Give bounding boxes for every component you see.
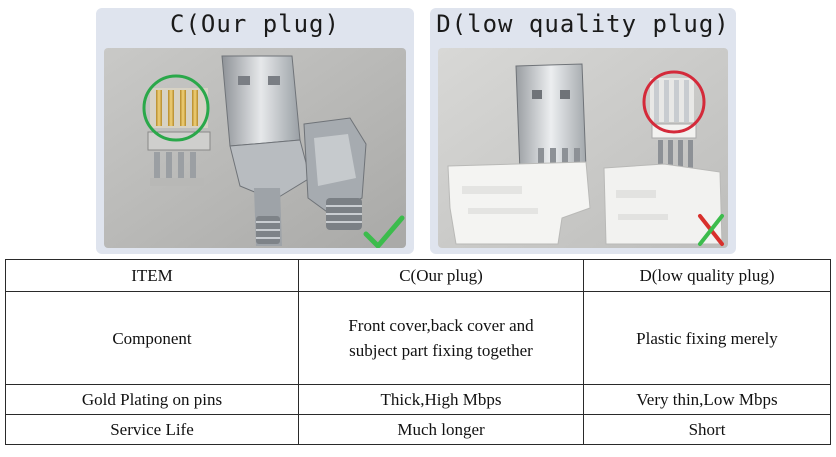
header-item: ITEM [5,259,299,292]
usb-back-cover [303,117,367,230]
panel-title-low-quality-plug: D(low quality plug) [436,10,730,38]
usb-metal-shell [221,55,311,246]
cell-our-plug: Much longer [298,414,584,445]
header-low-quality-plug: D(low quality plug) [583,259,831,292]
plastic-housing-right [603,163,723,245]
cell-our-plug-text: Front cover,back cover and subject part … [348,316,534,360]
cell-low-quality-plug: Short [583,414,831,445]
table-row: Component Front cover,back cover and sub… [5,291,831,385]
cell-item: Service Life [5,414,299,445]
cell-our-plug: Thick,High Mbps [298,384,584,415]
cell-item: Component [5,291,299,385]
comparison-table: ITEM C(Our plug) D(low quality plug) Com… [5,259,831,445]
table-row: Gold Plating on pins Thick,High Mbps Ver… [5,384,831,415]
table-header-row: ITEM C(Our plug) D(low quality plug) [5,259,831,292]
usb-metal-head [515,63,587,178]
photo-our-plug [104,48,406,248]
cell-our-plug: Front cover,back cover and subject part … [298,291,584,385]
check-icon [363,215,405,248]
cell-item: Gold Plating on pins [5,384,299,415]
gold-pins [147,88,211,186]
good-highlight-circle [142,74,210,142]
usb-plug-metal-photo [104,48,406,248]
panel-our-plug: C(Our plug) [96,8,414,254]
plastic-housing-left [447,161,591,245]
cross-icon [698,214,724,246]
cell-low-quality-plug: Very thin,Low Mbps [583,384,831,415]
header-our-plug: C(Our plug) [298,259,584,292]
panel-low-quality-plug: D(low quality plug) [430,8,736,254]
cell-low-quality-plug: Plastic fixing merely [583,291,831,385]
photo-low-quality-plug [438,48,728,248]
table-row: Service Life Much longer Short [5,414,831,445]
panel-title-our-plug: C(Our plug) [170,10,340,38]
bad-highlight-circle [642,70,706,134]
usb-plug-plastic-photo [438,48,728,248]
